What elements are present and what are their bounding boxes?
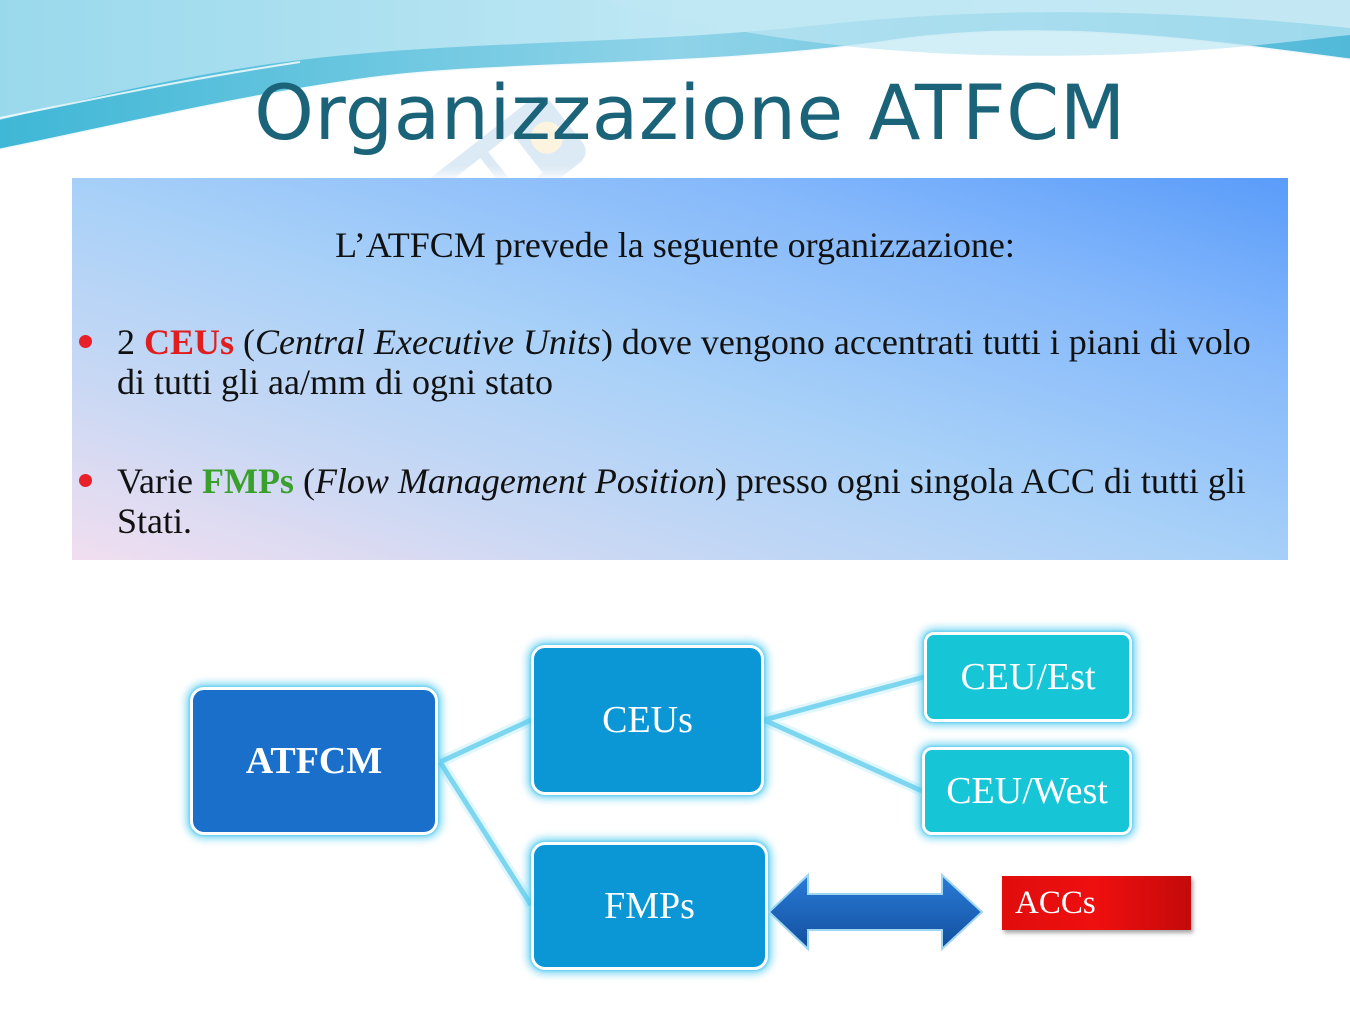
connector-ceus-west [762, 717, 924, 794]
bullet-item-ceus: 2 CEUs (Central Executive Units) dove ve… [79, 322, 1287, 402]
slide-title: Organizzazione ATFCM [254, 68, 1126, 157]
bullet-prefix: 2 [117, 322, 144, 362]
content-panel [72, 178, 1288, 560]
node-ceu-west: CEU/West [922, 747, 1132, 835]
bullet-rest-text: ) presso ogni singola ACC di tutti gli S… [117, 461, 1246, 541]
node-fmps: FMPs [531, 842, 768, 970]
node-atfcm: ATFCM [190, 687, 438, 835]
bullet-item-fmps: Varie FMPs (Flow Management Position) pr… [79, 461, 1287, 541]
bullet-open-paren: ( [234, 322, 256, 362]
bullet-dot-icon [79, 335, 92, 348]
node-ceu-est: CEU/Est [924, 632, 1132, 722]
connector-ceus-est [763, 674, 925, 723]
bullet-rest-text: ) dove vengono accentrati tutti i piani … [117, 322, 1251, 402]
connector-atfcm-ceus [438, 717, 533, 765]
node-ceus: CEUs [531, 645, 764, 795]
bullet-highlight-fmps: FMPs [201, 461, 294, 501]
connector-atfcm-fmps [437, 760, 534, 907]
bullet-open-paren: ( [293, 461, 315, 501]
bullet-highlight-ceus: CEUs [144, 322, 235, 362]
accs-box: ACCs [1002, 876, 1191, 930]
bullet-dot-icon [79, 474, 92, 487]
bullet-italic-term: Central Executive Units [255, 322, 601, 362]
bullet-italic-term: Flow Management Position [314, 461, 715, 501]
intro-text: L’ATFCM prevede la seguente organizzazio… [335, 225, 1015, 265]
wave-header-decoration [0, 0, 1350, 152]
double-arrow-icon [767, 872, 984, 952]
bullet-prefix: Varie [117, 461, 202, 501]
